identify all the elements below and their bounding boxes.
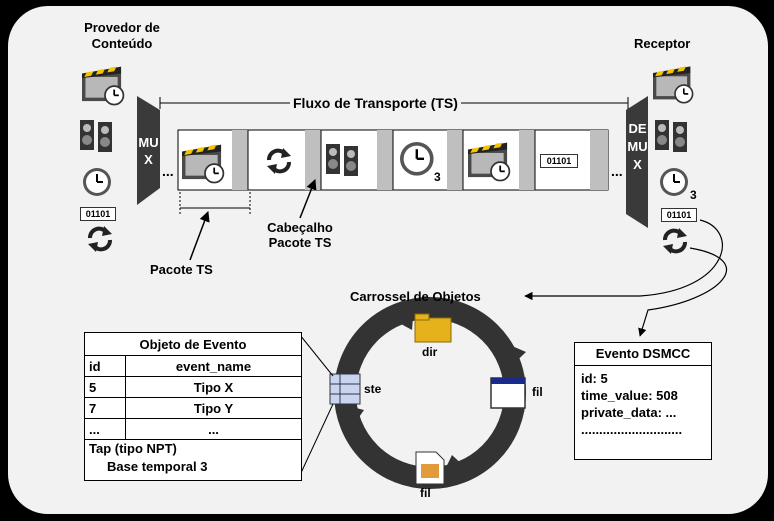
transport-stream-label: Fluxo de Transporte (TS) bbox=[290, 95, 461, 111]
ste-table-icon bbox=[329, 373, 361, 405]
ts-packet-arrow bbox=[189, 211, 210, 261]
left-ellipsis: ... bbox=[162, 163, 174, 179]
receiver-binary-box: 01101 bbox=[661, 208, 697, 222]
window-file-icon bbox=[490, 377, 526, 409]
ts-header-label: Cabeçalho Pacote TS bbox=[255, 220, 345, 250]
packet-clock-icon bbox=[398, 140, 435, 177]
receiver-clock-badge: 3 bbox=[690, 188, 697, 202]
node-dir-label: dir bbox=[422, 345, 438, 359]
table-row: ... ... bbox=[84, 418, 302, 440]
cell-event-name: Tipo Y bbox=[125, 397, 302, 419]
provider-label-line2: Conteúdo bbox=[91, 36, 153, 51]
cell-id: 7 bbox=[84, 397, 126, 419]
cell-id: ... bbox=[84, 418, 126, 440]
document-icon bbox=[415, 451, 445, 485]
provider-binary-box: 01101 bbox=[80, 207, 116, 221]
ts-packet-label: Pacote TS bbox=[150, 262, 213, 277]
dsmcc-time-value: time_value: 508 bbox=[581, 388, 678, 403]
right-ellipsis: ... bbox=[611, 163, 623, 179]
packet-clapperboard-icon bbox=[181, 143, 225, 184]
table-row: 5 Tipo X bbox=[84, 376, 302, 398]
mux-bar bbox=[137, 96, 160, 205]
mux-label: MUX bbox=[138, 135, 159, 167]
packet-clock-badge: 3 bbox=[434, 170, 441, 184]
provider-label: Provedor de Conteúdo bbox=[68, 20, 176, 52]
col-header-event-name: event_name bbox=[125, 355, 302, 377]
packet-clapperboard-icon-2 bbox=[467, 141, 511, 182]
tap-cell: Tap (tipo NPT) Base temporal 3 bbox=[84, 439, 302, 481]
to-dsmcc-arrow bbox=[638, 247, 727, 337]
provider-label-line1: Provedor de bbox=[84, 20, 160, 35]
provider-clapperboard-icon bbox=[81, 65, 125, 106]
ts-header-label-line1: Cabeçalho bbox=[267, 220, 333, 235]
ts-header-label-line2: Pacote TS bbox=[268, 235, 332, 250]
node-fil-bottom-label: fil bbox=[420, 486, 431, 500]
table-row: 7 Tipo Y bbox=[84, 397, 302, 419]
receiver-label: Receptor bbox=[634, 36, 691, 51]
receiver-clapperboard-icon bbox=[652, 65, 694, 104]
packet-binary-box: 01101 bbox=[540, 154, 578, 168]
node-fil-right-label: fil bbox=[532, 385, 543, 399]
dsmcc-event-box: Evento DSMCC id: 5 time_value: 508 priva… bbox=[574, 342, 712, 460]
cell-event-name: Tipo X bbox=[125, 376, 302, 398]
tap-line1: Tap (tipo NPT) bbox=[89, 441, 177, 456]
folder-icon bbox=[414, 313, 452, 343]
col-header-id: id bbox=[84, 355, 126, 377]
cell-id: 5 bbox=[84, 376, 126, 398]
receiver-clock-icon bbox=[659, 167, 689, 197]
provider-clock-icon bbox=[82, 167, 112, 197]
carousel-label: Carrossel de Objetos bbox=[350, 289, 481, 304]
dsmcc-private-data: private_data: ... bbox=[581, 405, 677, 420]
tap-line2: Base temporal 3 bbox=[107, 459, 208, 474]
ts-header-arrow bbox=[299, 179, 317, 219]
demux-bar bbox=[626, 96, 648, 228]
dsmcc-dots: ............................ bbox=[581, 422, 683, 437]
demux-label: DEMUX bbox=[627, 121, 648, 172]
cell-event-name: ... bbox=[125, 418, 302, 440]
node-ste-label: ste bbox=[364, 382, 382, 396]
to-carousel-arrow bbox=[524, 219, 723, 301]
event-object-table: Objeto de Evento id event_name 5 Tipo X … bbox=[84, 332, 302, 481]
event-object-title: Objeto de Evento bbox=[84, 332, 302, 356]
dsmcc-id: id: 5 bbox=[581, 371, 608, 386]
dsmcc-title: Evento DSMCC bbox=[575, 343, 711, 366]
